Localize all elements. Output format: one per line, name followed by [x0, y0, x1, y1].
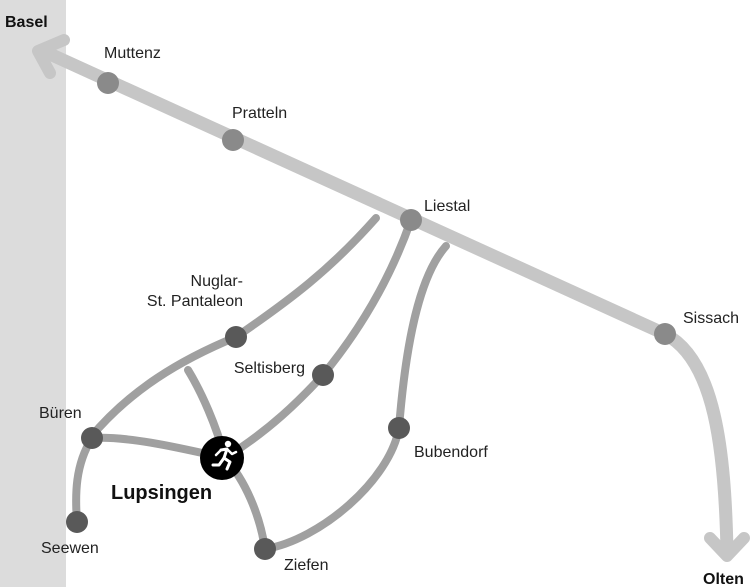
labels: Basel Olten Muttenz Pratteln Liestal Sis…: [5, 14, 744, 587]
station-pratteln[interactable]: [222, 129, 244, 151]
station-sissach[interactable]: [654, 323, 676, 345]
border-band: [0, 0, 66, 587]
label-liestal: Liestal: [424, 198, 470, 215]
label-olten: Olten: [703, 571, 744, 587]
label-bueren: Büren: [39, 405, 82, 422]
olten-arrow-icon: [704, 532, 750, 562]
station-seewen[interactable]: [66, 511, 88, 533]
label-seltisberg: Seltisberg: [234, 360, 305, 377]
line-liestal-bubendorf-ziefen: [261, 242, 450, 553]
station-bubendorf[interactable]: [388, 417, 410, 439]
station-seltisberg[interactable]: [312, 364, 334, 386]
basel-arrow-icon: [32, 34, 70, 79]
station-lupsingen[interactable]: [200, 436, 244, 480]
label-bubendorf: Bubendorf: [414, 444, 488, 461]
arrow-icon: [32, 34, 750, 562]
label-basel: Basel: [5, 14, 48, 31]
label-muttenz: Muttenz: [104, 45, 161, 62]
label-seewen: Seewen: [41, 540, 99, 557]
label-sissach: Sissach: [683, 310, 739, 327]
runner-icon: [211, 440, 238, 471]
station-muttenz[interactable]: [97, 72, 119, 94]
label-nuglar-line1: Nuglar-: [191, 273, 243, 290]
line-bueren-seewen: [72, 434, 96, 526]
line-liestal-seltisberg-lupsingen: [221, 216, 415, 462]
branch-stations: [66, 326, 410, 560]
station-bueren[interactable]: [81, 427, 103, 449]
label-nuglar-line2: St. Pantaleon: [147, 293, 243, 310]
station-ziefen[interactable]: [254, 538, 276, 560]
station-liestal[interactable]: [400, 209, 422, 231]
main-stations: [97, 72, 676, 345]
station-nuglar[interactable]: [225, 326, 247, 348]
label-lupsingen: Lupsingen: [111, 482, 212, 504]
main-line: [45, 48, 734, 559]
label-pratteln: Pratteln: [232, 105, 287, 122]
label-ziefen: Ziefen: [284, 557, 328, 574]
lupsingen-marker[interactable]: [200, 436, 244, 480]
